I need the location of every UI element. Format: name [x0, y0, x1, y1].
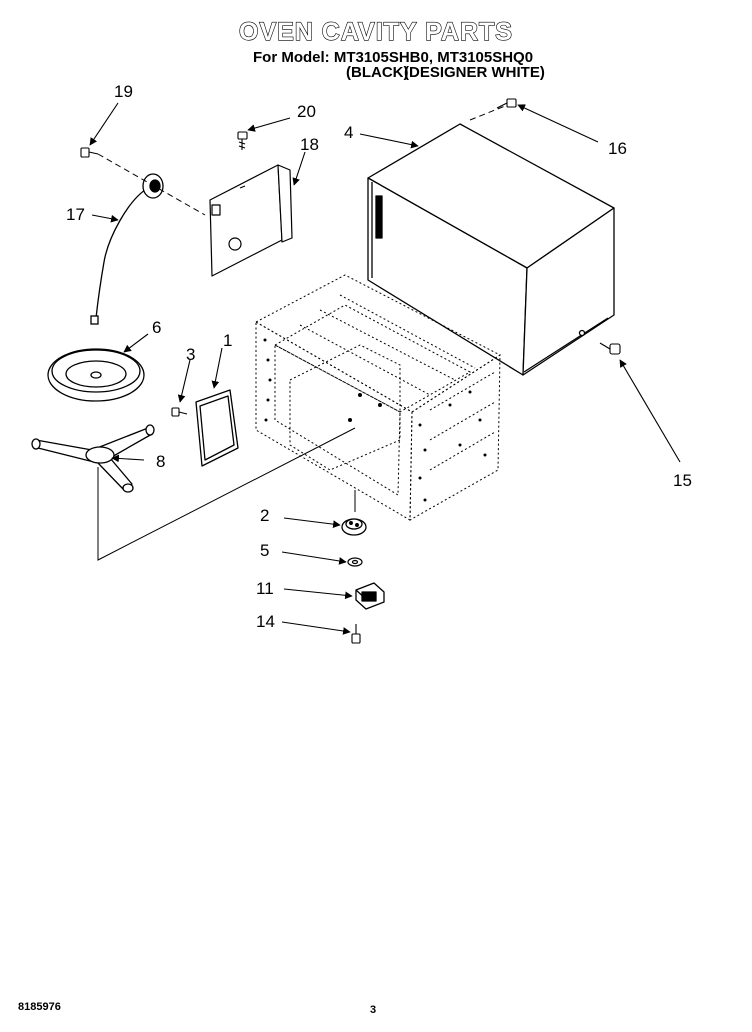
callout-16: 16 — [608, 139, 627, 158]
page-number: 3 — [370, 1004, 377, 1016]
assembly-line — [97, 153, 206, 216]
turntable-tray-part — [47, 348, 145, 402]
screw-part-19 — [80, 147, 99, 158]
screw-part-20 — [237, 131, 248, 150]
outer-cabinet-part — [367, 123, 615, 376]
lamp-wire-part — [90, 173, 164, 325]
callout-14: 14 — [256, 612, 275, 631]
callout-6: 6 — [152, 318, 161, 337]
callout-2: 2 — [260, 506, 269, 525]
page-title: OVEN CAVITY PARTS — [238, 17, 513, 46]
oven-cavity — [254, 274, 501, 521]
screw-part-14 — [351, 624, 361, 644]
screw-part-3 — [171, 407, 188, 417]
callout-15: 15 — [673, 471, 692, 490]
callout-3: 3 — [186, 345, 195, 364]
callout-18: 18 — [300, 135, 319, 154]
callout-19: 19 — [114, 82, 133, 101]
callout-11: 11 — [256, 579, 274, 598]
assembly-line — [469, 105, 506, 121]
callout-1: 1 — [223, 331, 232, 350]
screw-part-15 — [599, 342, 621, 355]
leader-arrows — [89, 102, 681, 635]
callout-4: 4 — [344, 123, 353, 142]
cavity-rivets — [263, 338, 487, 502]
model-line: For Model: MT3105SHB0, MT3105SHQ0 — [253, 49, 534, 66]
assembly-line — [97, 427, 356, 561]
variant-designer-white: (DESIGNER WHITE) — [404, 64, 545, 81]
callout-8: 8 — [156, 452, 165, 471]
callout-20: 20 — [297, 102, 316, 121]
callout-labels: 19 20 18 4 16 17 6 1 3 8 15 2 5 11 14 — [66, 82, 692, 631]
screw-part-16 — [496, 98, 517, 109]
turntable-motor-part — [355, 582, 385, 610]
callout-17: 17 — [66, 205, 85, 224]
roller-support-part — [31, 424, 155, 493]
document-number: 8185976 — [18, 1001, 61, 1013]
waveguide-cover-part — [195, 389, 239, 467]
washer-part — [347, 557, 363, 567]
coupler-part — [341, 518, 367, 536]
variant-black: (BLACK) — [346, 64, 409, 81]
callout-5: 5 — [260, 541, 269, 560]
mounting-plate-part — [209, 164, 293, 277]
